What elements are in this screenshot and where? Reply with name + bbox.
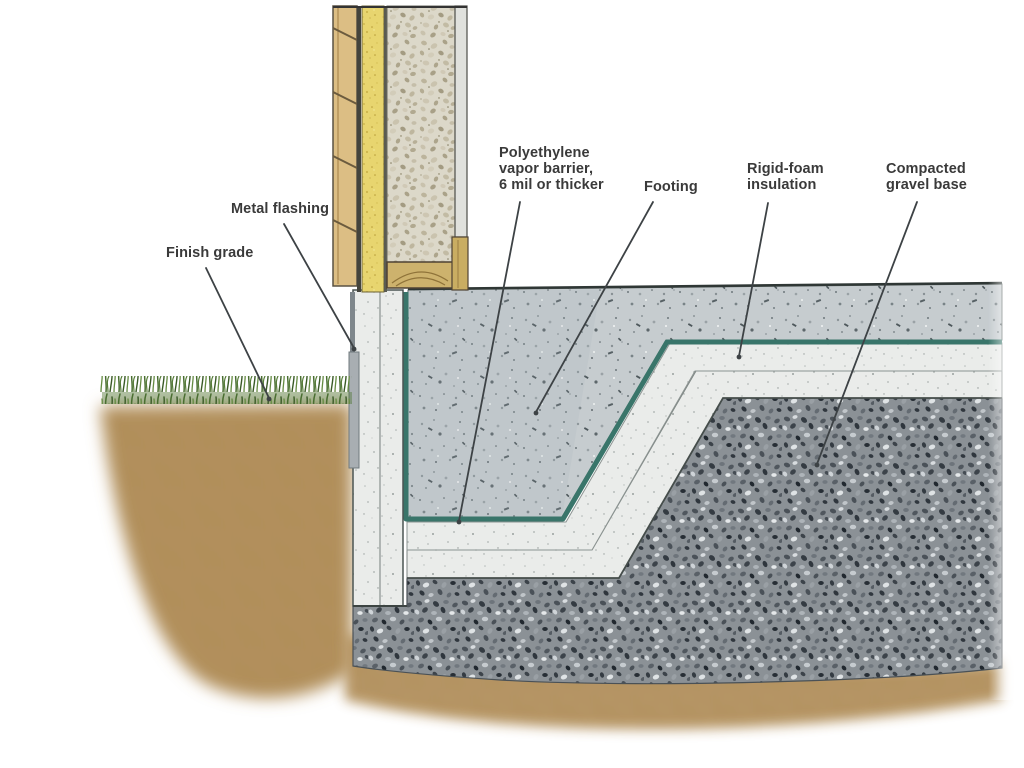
soil-mass [100, 404, 352, 699]
leader-finish-grade [205, 267, 270, 399]
interior-panel [454, 5, 468, 238]
leader-footing [535, 201, 654, 413]
wall-cavity-fill [386, 5, 456, 263]
foundation-stem-wall [352, 289, 404, 607]
right-fade [988, 270, 1018, 700]
label-rigid-foam: Rigid-foam insulation [747, 161, 824, 194]
leader-dot-rigid-foam [736, 354, 742, 360]
label-footing: Footing [644, 179, 698, 195]
label-gravel-base: Compacted gravel base [886, 161, 967, 194]
siding-gap-line [357, 6, 361, 292]
siding-lap-joints [332, 27, 358, 233]
label-vapor-barrier: Polyethylene vapor barrier, 6 mil or thi… [499, 145, 604, 194]
sill-plate-grain [391, 271, 449, 287]
wood-siding [332, 5, 358, 287]
slab-top-edge [407, 281, 1003, 291]
label-finish-grade: Finish grade [166, 245, 254, 261]
leader-vapor-barrier [458, 201, 521, 522]
leader-dot-metal-flashing [351, 346, 357, 352]
vapor-barrier-line [403, 292, 1002, 522]
metal-flashing-strip [348, 351, 360, 469]
metal-flashing-upper [350, 292, 355, 354]
leader-lines [205, 201, 918, 522]
grass-strip [100, 376, 352, 404]
leader-rigid-foam [738, 202, 769, 357]
leader-metal-flashing [283, 223, 355, 349]
sheathing-separator-line [384, 6, 387, 292]
leader-dot-gravel-base [814, 462, 820, 468]
sheathing-yellow [361, 5, 385, 293]
wood-blocking [451, 236, 469, 291]
leader-dot-footing [533, 410, 539, 416]
leader-dots [266, 346, 820, 525]
leader-dot-vapor-barrier [456, 519, 462, 525]
leader-dot-finish-grade [266, 396, 272, 402]
leader-gravel-base [816, 201, 918, 465]
gravel-top-edge [407, 397, 1002, 579]
label-metal-flashing: Metal flashing [231, 201, 330, 217]
slab-shading [408, 290, 600, 517]
